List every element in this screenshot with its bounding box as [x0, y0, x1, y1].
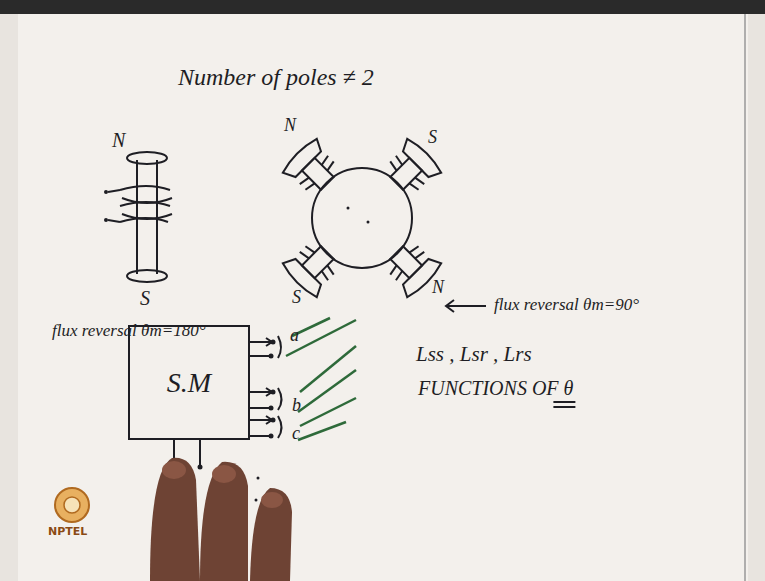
- box-label: S.M: [167, 367, 211, 399]
- flux-note: flux reversal θm=180°: [52, 322, 205, 339]
- pole-letter: N: [112, 130, 125, 150]
- title-text: Number of poles ≠ 2: [178, 64, 374, 91]
- terminal-letter: a: [290, 326, 299, 344]
- inductance-list: Lss , Lsr , Lrs: [416, 344, 532, 365]
- terminal-letter: b: [292, 396, 301, 414]
- pole-letter: S: [428, 128, 437, 146]
- pole-letter: S: [140, 288, 150, 308]
- flux-note: flux reversal θm=90°: [494, 296, 639, 313]
- functions-note: FUNCTIONS OF θ: [418, 378, 573, 398]
- terminal-letter: c: [292, 424, 300, 442]
- pole-letter: S: [292, 288, 301, 306]
- logo-text: NPTEL: [48, 526, 87, 537]
- pole-letter: N: [284, 116, 296, 134]
- machine-box: S.M: [128, 325, 250, 440]
- pole-letter: N: [432, 278, 444, 296]
